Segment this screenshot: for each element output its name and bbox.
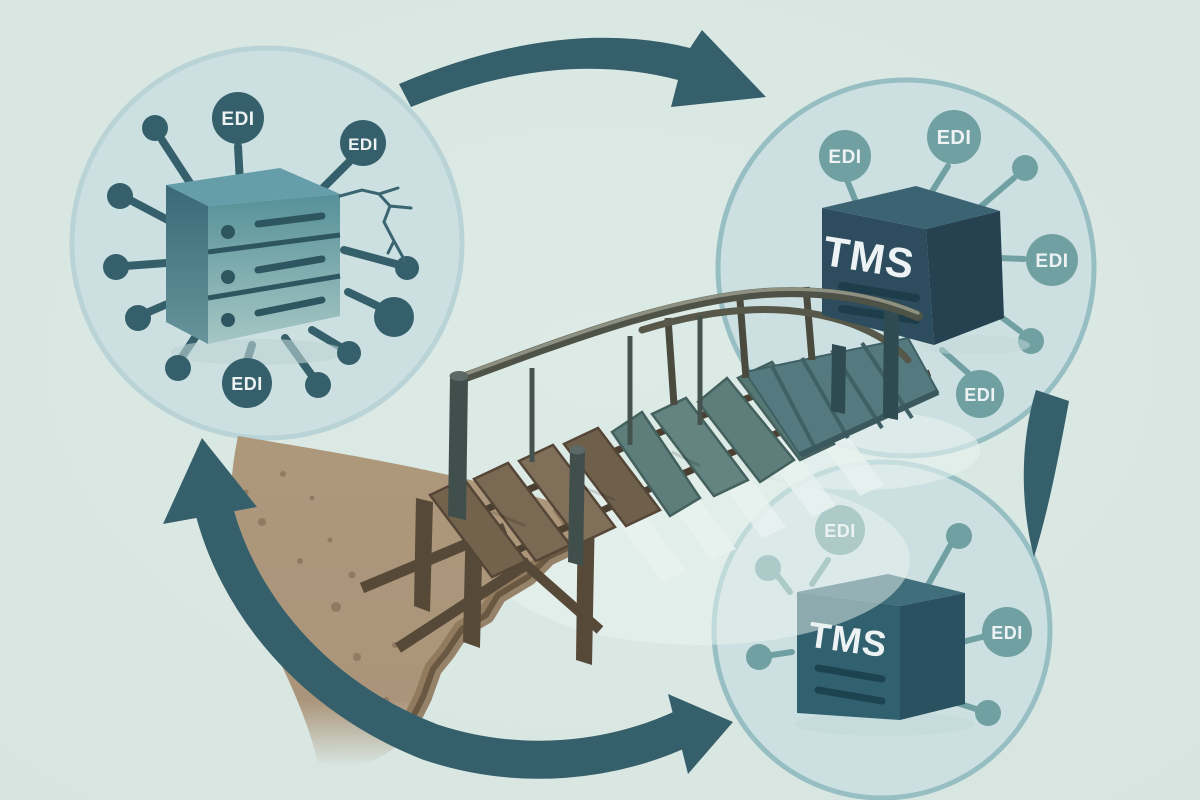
edi-node-dot [395, 256, 419, 280]
cycle-arrow-bottom-band [193, 497, 695, 779]
cube-right-face [926, 211, 1004, 345]
legacy-node-dots [103, 92, 419, 408]
plank [562, 426, 662, 528]
server-drawer-handles [254, 212, 326, 317]
edi-node-label: EDI [348, 135, 378, 154]
tms-main-node-dots [819, 110, 1078, 418]
edi-node-label: EDI [1035, 251, 1068, 272]
plank [696, 376, 796, 484]
edi-node-circle [340, 120, 386, 166]
cube-detail-lines [814, 664, 886, 705]
edi-node-dot [337, 341, 361, 365]
edi-node-dot [946, 523, 972, 549]
cube-right-face [900, 593, 965, 720]
legacy-hub: EDI EDI EDI [103, 92, 419, 408]
tms-small-cube-shadow [795, 712, 975, 736]
tms-main-cube: TMS [820, 186, 1030, 355]
edi-node-dot [103, 254, 129, 280]
edi-node-circle [1026, 234, 1078, 286]
cycle-arrow-top [399, 30, 766, 107]
tms-main-hub-nodes: EDI EDI EDI EDI [819, 110, 1078, 418]
railing-end-post [883, 298, 899, 420]
edi-node-circle [212, 92, 264, 144]
edi-node-dot [107, 183, 133, 209]
edi-node-dot [165, 355, 191, 381]
server-drawer-dots [221, 225, 235, 327]
railing-post-cap [449, 371, 469, 381]
plank [517, 443, 617, 545]
edi-node-dot [374, 297, 414, 337]
edi-node-label: EDI [964, 385, 996, 405]
handrail [450, 287, 923, 386]
railing-end-post [831, 344, 846, 414]
edi-node-dot [746, 644, 772, 670]
edi-node-dot [975, 700, 1001, 726]
edi-node-dot [1012, 155, 1038, 181]
railing-post [448, 376, 468, 520]
cube-top-face [822, 186, 1000, 229]
railing-balusters [529, 316, 703, 462]
bridge [359, 286, 940, 665]
edi-node-label: EDI [991, 623, 1023, 643]
edi-node-circle [982, 607, 1032, 657]
arrowhead-right-icon [668, 694, 733, 774]
arrowhead-up-icon [163, 438, 257, 524]
edi-node-dot [125, 305, 151, 331]
server-drawer-lines [207, 232, 341, 301]
edi-node-label: EDI [231, 374, 263, 394]
edi-node-circle [819, 130, 871, 182]
edi-node-dot [305, 372, 331, 398]
server-top-face [166, 168, 340, 206]
edi-node-circle [927, 110, 981, 164]
edi-node-circle [956, 370, 1004, 418]
edi-node-label: EDI [937, 127, 972, 149]
server-left-face [166, 185, 208, 344]
crack-icon [338, 186, 413, 263]
tms-main-cube-shadow [920, 335, 1030, 355]
cube-detail-lines [838, 282, 920, 324]
cycle-arrow-bottom [163, 438, 733, 779]
edi-node-label: EDI [828, 147, 861, 168]
railing-post [568, 450, 585, 566]
edi-node-circle [222, 358, 272, 408]
bridge-near-railing [448, 287, 923, 566]
server-shadow [170, 339, 346, 365]
plank-grain [491, 450, 701, 528]
handrail-highlight [453, 287, 920, 380]
railing-post-cap [569, 445, 586, 455]
edi-node-dot [142, 115, 168, 141]
edi-node-label: EDI [221, 109, 254, 130]
cycle-arrow-right [1023, 390, 1069, 557]
legacy-server [166, 168, 341, 344]
